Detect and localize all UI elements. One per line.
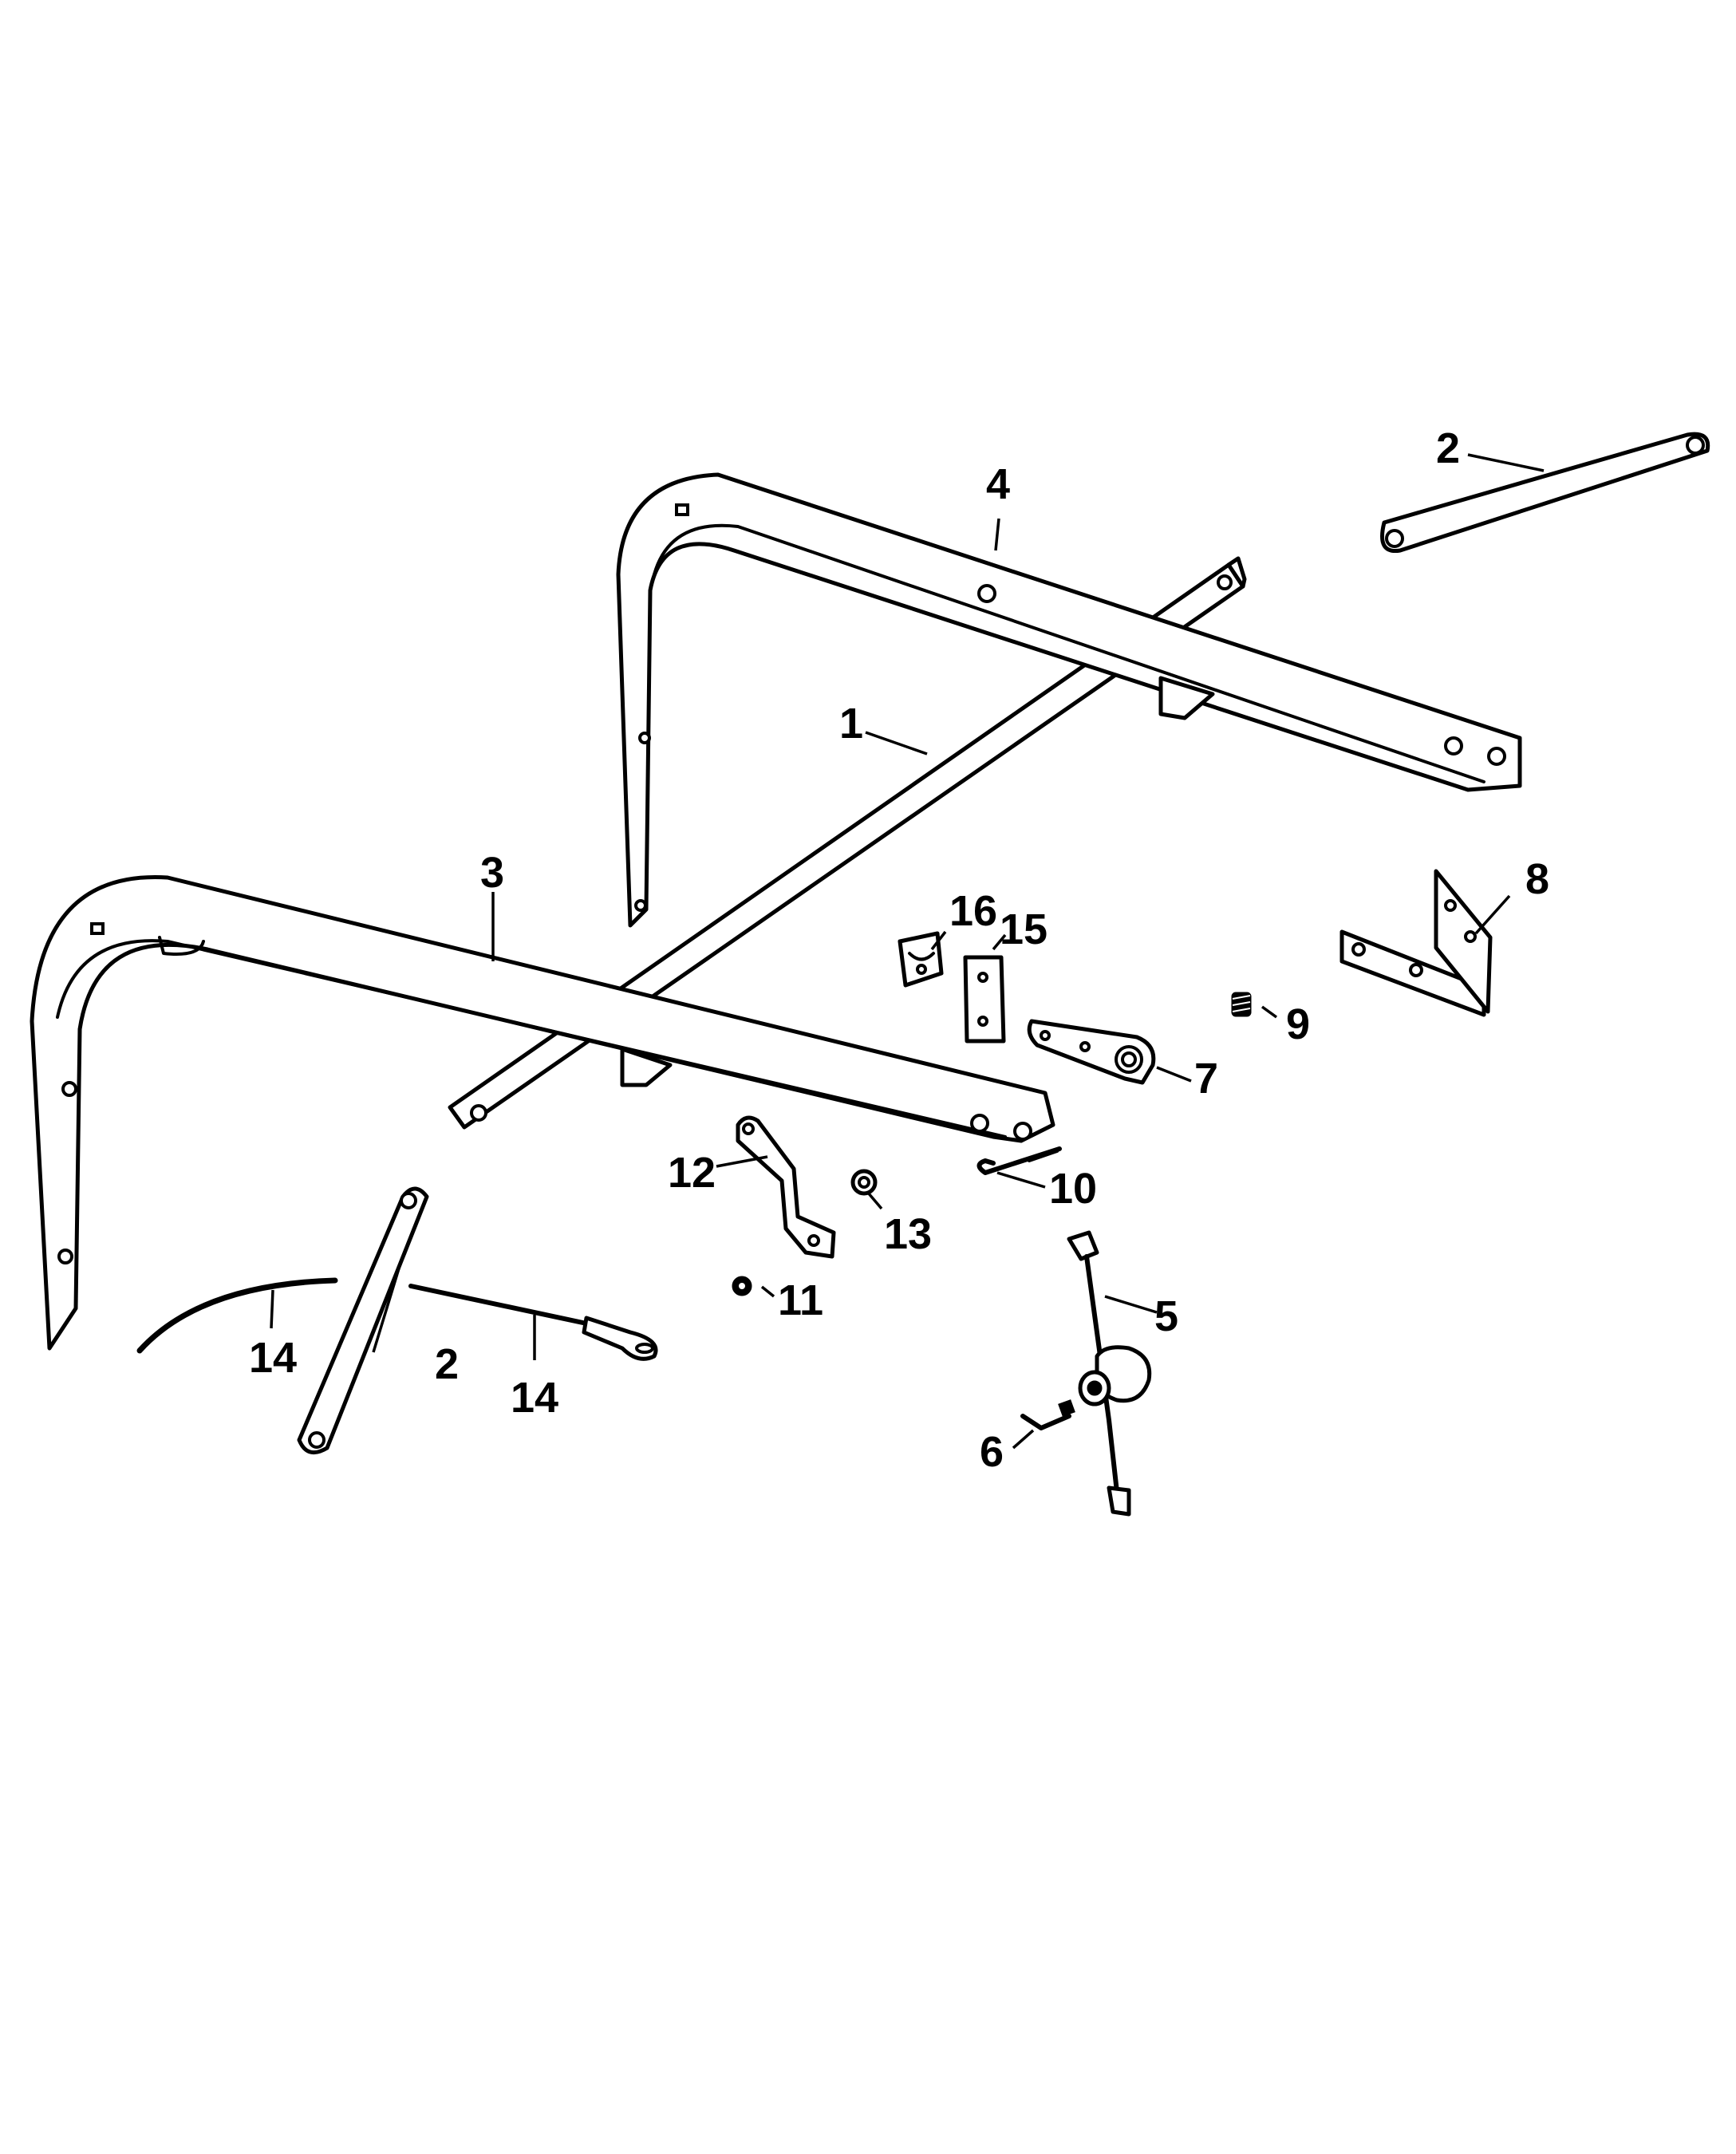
callout-10: 10 — [1049, 1165, 1097, 1213]
part-2-brace-upper — [1380, 432, 1710, 554]
callout-9: 9 — [1286, 1000, 1310, 1048]
part-4-rear-bow — [616, 472, 1522, 928]
callout-2-lower: 2 — [435, 1340, 459, 1388]
callout-2-upper: 2 — [1436, 424, 1460, 472]
callout-15: 15 — [1000, 905, 1048, 953]
callout-1: 1 — [839, 700, 863, 748]
part-14-cables — [136, 1277, 658, 1361]
part-1-cross-bar — [448, 556, 1247, 1130]
part-5-control-rod — [1067, 1230, 1152, 1517]
part-3-front-bow — [30, 875, 1055, 1351]
part-10-pin — [977, 1146, 1062, 1175]
part-7-pivot-plate — [1027, 1019, 1156, 1085]
part-2-brace-lower — [297, 1186, 429, 1455]
callout-14-left: 14 — [249, 1334, 297, 1382]
callout-4: 4 — [986, 460, 1010, 508]
callout-13: 13 — [884, 1210, 932, 1258]
callout-3: 3 — [480, 849, 504, 897]
part-16-clip — [898, 931, 944, 988]
callout-5: 5 — [1154, 1292, 1178, 1340]
callout-7: 7 — [1194, 1055, 1218, 1103]
callout-14-right: 14 — [511, 1374, 558, 1422]
callout-12: 12 — [668, 1149, 716, 1197]
part-9-spring — [1231, 992, 1252, 1017]
callout-16: 16 — [949, 887, 997, 935]
part-12-offset-bracket — [736, 1115, 836, 1259]
callout-8: 8 — [1525, 855, 1549, 903]
leader-lines — [270, 453, 1545, 1450]
part-11-small-nut — [732, 1276, 752, 1296]
part-13-nut — [850, 1169, 878, 1196]
part-6-small-pin — [1020, 1399, 1075, 1430]
part-8-angle-bracket — [1339, 869, 1493, 1017]
callout-11: 11 — [778, 1276, 823, 1324]
part-15-plate — [963, 955, 1006, 1043]
callout-6: 6 — [980, 1428, 1004, 1476]
callout-labels: 1 2 2 3 4 5 6 7 8 9 10 11 12 13 14 14 15… — [249, 424, 1549, 1476]
